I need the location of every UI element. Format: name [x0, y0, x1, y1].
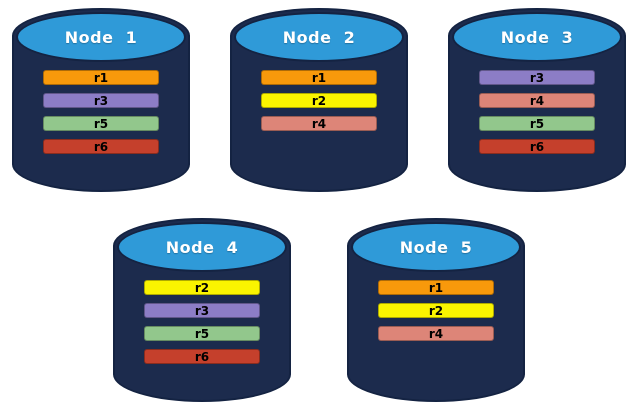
- db-node: Node 4 r2 r3 r5 r6: [113, 218, 291, 402]
- replica-list: r1 r2 r4: [347, 280, 525, 341]
- node-title: Node 1: [64, 27, 138, 47]
- replica-label: r5: [93, 116, 109, 131]
- replica-bar: r6: [144, 349, 260, 364]
- db-cylinder-top: Node 4: [117, 222, 287, 272]
- replica-list: r1 r2 r4: [230, 70, 408, 131]
- replica-bar: r5: [144, 326, 260, 341]
- db-cylinder-top: Node 3: [452, 12, 622, 62]
- replica-list: r2 r3 r5 r6: [113, 280, 291, 364]
- replica-bar: r5: [479, 116, 595, 131]
- node-title: Node 5: [399, 237, 473, 257]
- replica-bar: r1: [378, 280, 494, 295]
- replica-bar: r2: [144, 280, 260, 295]
- replica-bar: r3: [479, 70, 595, 85]
- replica-label: r2: [311, 93, 327, 108]
- replica-label: r4: [311, 116, 327, 131]
- replica-bar: r2: [261, 93, 377, 108]
- replica-bar: r6: [479, 139, 595, 154]
- replica-bar: r4: [479, 93, 595, 108]
- db-cylinder-top: Node 2: [234, 12, 404, 62]
- replica-label: r6: [194, 349, 210, 364]
- db-node: Node 3 r3 r4 r5 r6: [448, 8, 626, 192]
- node-title: Node 3: [500, 27, 574, 47]
- replica-label: r4: [529, 93, 545, 108]
- replica-list: r1 r3 r5 r6: [12, 70, 190, 154]
- replica-bar: r1: [43, 70, 159, 85]
- db-node: Node 1 r1 r3 r5 r6: [12, 8, 190, 192]
- replica-label: r6: [529, 139, 545, 154]
- replica-label: r4: [428, 326, 444, 341]
- replica-label: r2: [194, 280, 210, 295]
- replica-label: r3: [194, 303, 210, 318]
- node-row-bottom: Node 4 r2 r3 r5 r6 Node 5 r1 r2 r4: [0, 192, 638, 402]
- replica-label: r1: [428, 280, 444, 295]
- replica-bar: r1: [261, 70, 377, 85]
- db-cylinder-top: Node 1: [16, 12, 186, 62]
- replica-bar: r3: [144, 303, 260, 318]
- replica-label: r5: [194, 326, 210, 341]
- replica-list: r3 r4 r5 r6: [448, 70, 626, 154]
- replica-bar: r4: [378, 326, 494, 341]
- replica-label: r1: [311, 70, 327, 85]
- replica-bar: r3: [43, 93, 159, 108]
- db-node: Node 2 r1 r2 r4: [230, 8, 408, 192]
- db-cylinder-top: Node 5: [351, 222, 521, 272]
- replica-bar: r4: [261, 116, 377, 131]
- replica-bar: r6: [43, 139, 159, 154]
- replica-label: r3: [529, 70, 545, 85]
- db-node: Node 5 r1 r2 r4: [347, 218, 525, 402]
- node-title: Node 2: [282, 27, 356, 47]
- replica-bar: r2: [378, 303, 494, 318]
- replica-label: r1: [93, 70, 109, 85]
- node-title: Node 4: [165, 237, 239, 257]
- replica-label: r2: [428, 303, 444, 318]
- replica-label: r5: [529, 116, 545, 131]
- replica-label: r6: [93, 139, 109, 154]
- replica-bar: r5: [43, 116, 159, 131]
- replica-label: r3: [93, 93, 109, 108]
